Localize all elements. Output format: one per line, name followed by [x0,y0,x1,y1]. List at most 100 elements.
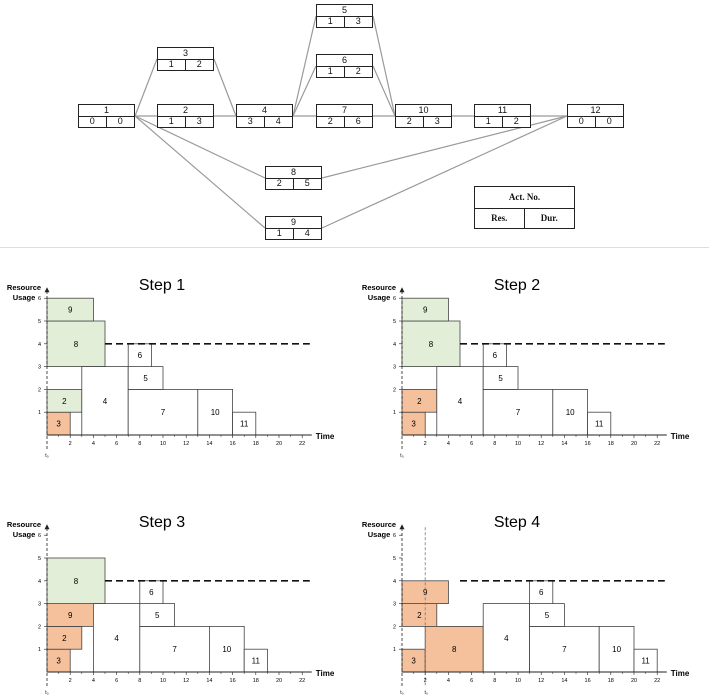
activity-label: 3 [56,657,61,666]
node-res: 2 [266,178,294,189]
start-time-label: t₀ [45,453,48,458]
x-tick-label: 4 [447,441,450,447]
y-tick-label: 6 [393,296,396,302]
x-tick-label: 10 [515,441,521,447]
legend-act-no: Act. No. [475,187,574,209]
y-axis-label: Usage [13,530,36,539]
x-tick-label: 2 [424,441,427,447]
node-id: 8 [266,167,321,179]
node-res: 3 [237,116,265,127]
y-axis-label: Resource [7,283,41,292]
node-id: 11 [475,105,530,117]
node-id: 2 [158,105,213,117]
activity-label: 10 [612,645,621,654]
activity-label: 4 [504,634,509,643]
edge-1-3 [134,58,158,117]
y-tick-label: 4 [393,342,396,348]
x-axis-label: Time [671,432,690,441]
y-tick-label: 5 [393,319,396,325]
activity-block-10 [552,389,589,436]
node-id: 12 [568,105,623,117]
node-dur: 4 [275,116,281,126]
activity-label: 7 [562,645,567,654]
activity-block-9 [46,297,94,322]
y-axis-arrow [44,524,50,530]
activity-label: 2 [62,397,67,406]
x-tick-label: 8 [138,678,141,684]
y-tick-label: 6 [38,296,41,302]
legend-res: Res. [475,208,525,228]
node-id: 3 [158,48,213,60]
y-axis-arrow [399,524,405,530]
x-tick-label: 4 [92,678,95,684]
x-axis-label: Time [671,669,690,678]
node-id: 5 [317,5,372,17]
node-dur: 5 [304,178,310,188]
edge-9-12 [321,115,568,229]
x-tick-label: 14 [206,441,212,447]
node-dur: 3 [434,116,440,126]
x-tick-label: 8 [493,678,496,684]
x-tick-label: 10 [160,441,166,447]
activity-label: 4 [103,397,108,406]
activity-label: 4 [114,634,119,643]
node-res: 1 [158,116,186,127]
start-time-label: t₀ [45,690,48,695]
activity-block-4 [482,603,530,673]
node-id: 6 [317,55,372,67]
x-tick-label: 18 [253,441,259,447]
node-dur: 3 [355,16,361,26]
x-tick-label: 22 [654,678,660,684]
y-tick-label: 1 [38,647,41,653]
activity-label: 6 [138,351,143,360]
x-tick-label: 8 [493,441,496,447]
x-tick-label: 16 [230,441,236,447]
y-axis-label: Resource [362,520,396,529]
activity-label: 11 [595,420,604,429]
activity-label: 5 [498,374,503,383]
y-tick-label: 2 [393,624,396,630]
activity-label: 11 [641,657,650,666]
activity-block-9 [401,297,449,322]
node-dur: 2 [513,116,519,126]
x-tick-label: 18 [608,441,614,447]
activity-label: 8 [452,645,457,654]
activity-label: 4 [458,397,463,406]
x-tick-label: 22 [299,678,305,684]
y-tick-label: 1 [38,410,41,416]
x-tick-label: 14 [561,441,567,447]
node-res: 1 [317,16,345,27]
x-tick-label: 6 [115,678,118,684]
edge-1-8 [134,115,266,179]
histogram-svg: Step 4ResourceUsage329847561011t₀2468101… [362,514,690,696]
edge-3-4 [213,58,237,117]
chart-title: Step 3 [139,514,185,531]
x-tick-label: 14 [206,678,212,684]
node-dur: 0 [117,116,123,126]
x-tick-label: 18 [253,678,259,684]
node-id: 1 [79,105,134,117]
activity-label: 9 [68,306,73,315]
y-axis-label: Usage [368,293,391,302]
y-axis-label: Resource [362,283,396,292]
activity-label: 3 [411,657,416,666]
node-res: 1 [317,66,345,77]
activity-label: 7 [161,408,166,417]
y-axis-label: Usage [368,530,391,539]
activity-label: 11 [240,420,249,429]
x-tick-label: 4 [447,678,450,684]
x-tick-label: 6 [470,678,473,684]
x-tick-label: 12 [183,441,189,447]
activity-label: 8 [74,577,79,586]
y-tick-label: 1 [393,647,396,653]
y-tick-label: 4 [38,342,41,348]
x-tick-label: 14 [561,678,567,684]
y-tick-label: 2 [38,624,41,630]
node-id: 10 [396,105,451,117]
